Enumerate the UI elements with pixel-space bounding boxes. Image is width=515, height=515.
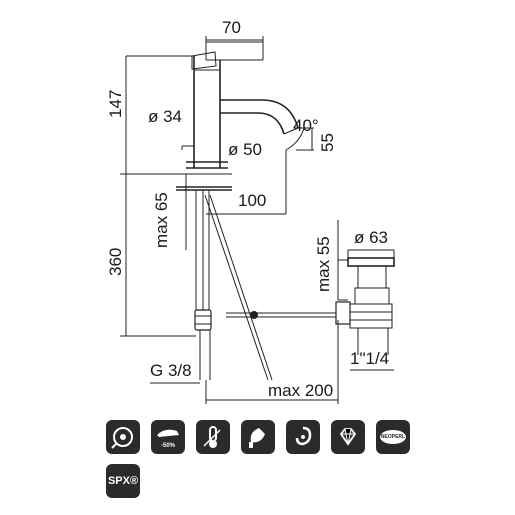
spx-label: SPX® xyxy=(107,475,139,487)
water-saving-label: -50% xyxy=(160,443,175,449)
dim-spout-angle: 40° xyxy=(293,116,319,135)
dim-spout-height: 55 xyxy=(318,133,337,152)
dim-height-body: 147 xyxy=(106,90,125,118)
pop-up-rod xyxy=(204,194,338,381)
dim-diameter-body: ø 34 xyxy=(148,107,182,126)
cold-start-icon xyxy=(286,420,320,454)
dim-waste-thread: 1"1/4 xyxy=(350,349,389,368)
dimension-lines xyxy=(120,36,395,404)
spx-icon: SPX® xyxy=(106,464,140,498)
dim-width-top: 70 xyxy=(222,18,241,37)
dim-reach: 100 xyxy=(238,191,266,210)
dim-height-total: 360 xyxy=(106,248,125,276)
hygiene-function-icon xyxy=(241,420,275,454)
faucet-body xyxy=(176,41,299,380)
dim-inlet-thread: G 3/8 xyxy=(150,361,192,380)
faucet-technical-drawing: 70 147 ø 34 40° 55 ø 50 max 65 100 360 m… xyxy=(106,18,395,404)
dim-waste-diameter: ø 63 xyxy=(354,228,388,247)
dim-rod-length: max 200 xyxy=(268,381,333,400)
dim-waste-height: max 55 xyxy=(314,236,333,292)
waste-assembly xyxy=(335,257,395,355)
temperature-limiter-icon xyxy=(196,420,230,454)
water-saving-icon: -50% xyxy=(151,420,185,454)
dim-max-thickness: max 65 xyxy=(152,192,171,248)
neoperl-aerator-icon: NEOPERL xyxy=(376,420,410,454)
dim-diameter-base: ø 50 xyxy=(228,140,262,159)
neoperl-label: NEOPERL xyxy=(380,434,406,440)
ceramic-cartridge-icon xyxy=(106,420,140,454)
diamond-finish-icon xyxy=(331,420,365,454)
